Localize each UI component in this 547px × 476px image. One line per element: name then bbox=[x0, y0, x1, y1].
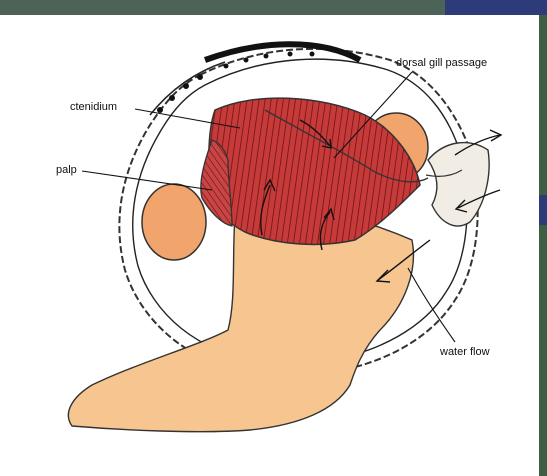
dorsal-gill-passage-label: dorsal gill passage bbox=[396, 57, 487, 69]
palp-label: palp bbox=[56, 164, 77, 176]
water-flow-label: water flow bbox=[440, 346, 490, 358]
ctenidium-label: ctenidium bbox=[70, 101, 117, 113]
hinge-ligament bbox=[205, 44, 360, 60]
anterior-adductor-muscle bbox=[142, 184, 206, 260]
leader-water-flow bbox=[408, 268, 455, 342]
siphon bbox=[428, 143, 489, 226]
leader-palp bbox=[82, 171, 212, 190]
